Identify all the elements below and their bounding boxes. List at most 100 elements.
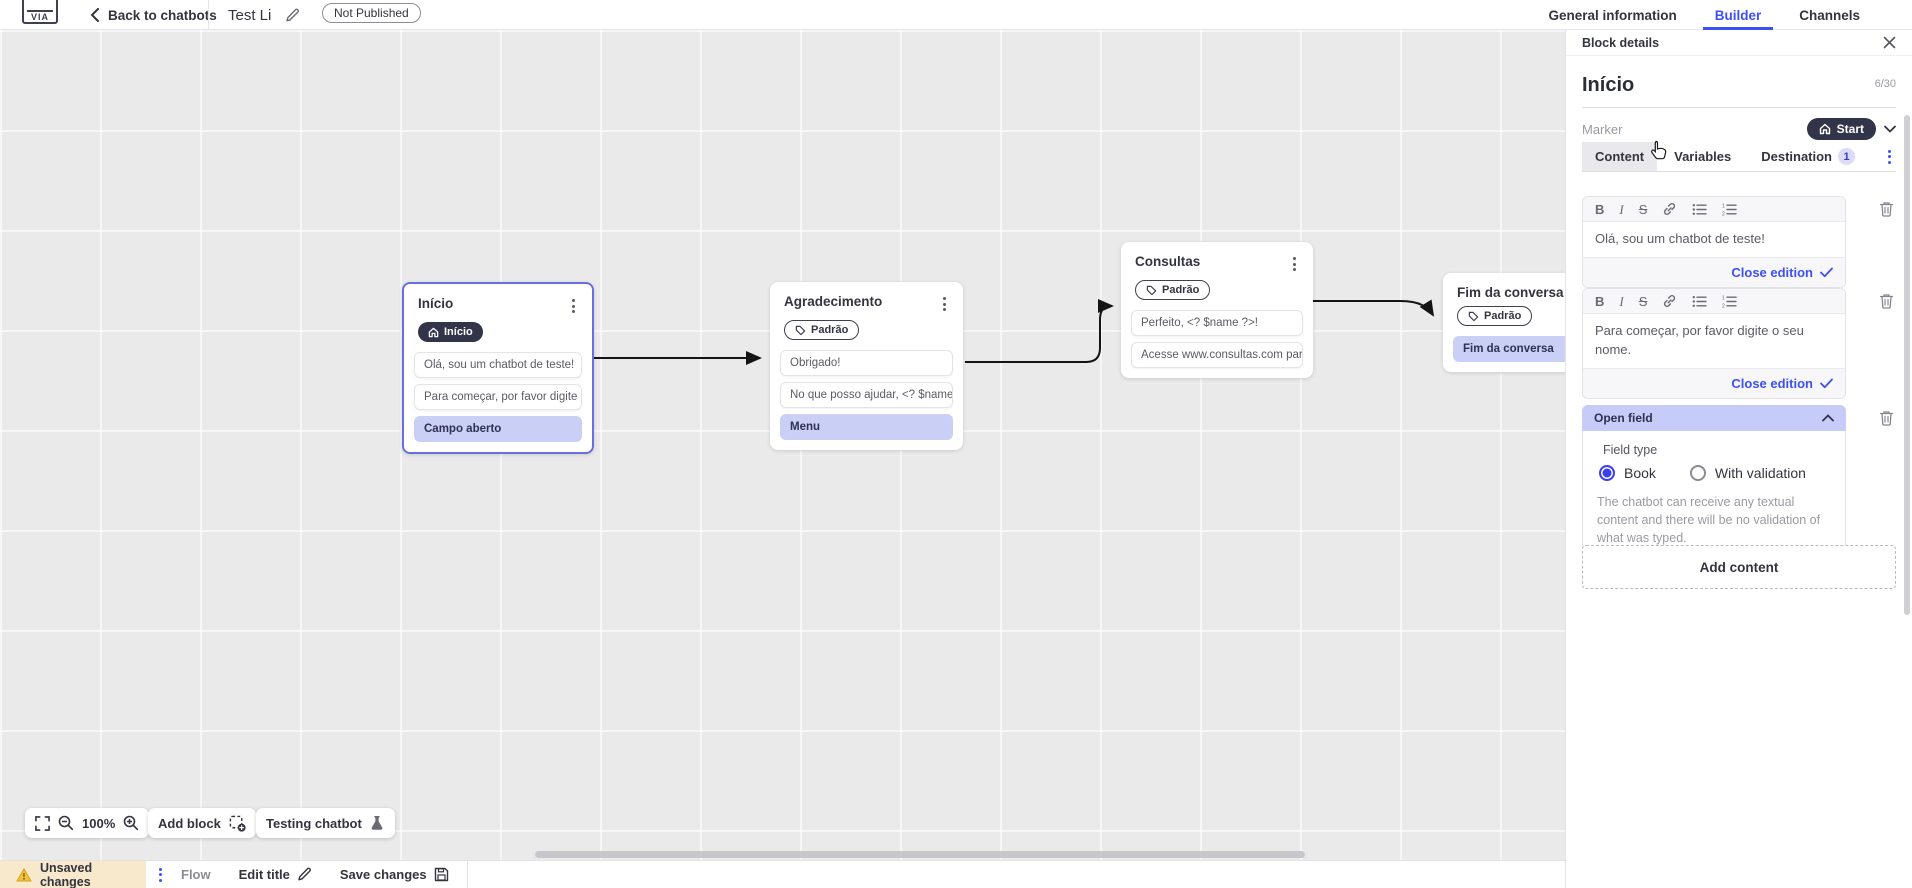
- message-text-input[interactable]: Para começar, por favor digite o seu nom…: [1595, 323, 1804, 357]
- marker-select[interactable]: Start: [1806, 118, 1896, 140]
- back-label: Back to chatbots: [108, 7, 217, 23]
- node-menu-icon[interactable]: [1288, 254, 1301, 274]
- block-name-field[interactable]: Início: [1582, 74, 1635, 96]
- flow-title: Test Li: [228, 6, 272, 24]
- warning-icon: [16, 867, 32, 881]
- tab-builder[interactable]: Builder: [1702, 0, 1774, 30]
- node-menu-icon[interactable]: [567, 296, 580, 316]
- flow-canvas[interactable]: Início Início Olá, sou um chatbot de tes…: [0, 30, 1565, 860]
- node-menu-icon[interactable]: [938, 294, 951, 314]
- tab-channels[interactable]: Channels: [1799, 7, 1860, 23]
- top-bar: VIA Back to chatbots Test Li Not Publish…: [0, 0, 1912, 30]
- node-fim-da-conversa[interactable]: Fim da conversa Padrão Fim da conversa: [1443, 273, 1565, 372]
- node-content-row[interactable]: Obrigado!: [780, 350, 953, 376]
- save-changes-button[interactable]: Save changes: [326, 867, 463, 882]
- add-content-button[interactable]: Add content: [1582, 545, 1896, 589]
- panel-scrollbar[interactable]: [1904, 115, 1910, 615]
- field-type-label: Field type: [1603, 443, 1658, 457]
- pencil-icon: [298, 867, 311, 881]
- node-inicio[interactable]: Início Início Olá, sou um chatbot de tes…: [402, 282, 594, 454]
- status-badge: Not Published: [322, 3, 421, 23]
- home-icon: [428, 327, 439, 337]
- numbered-list-icon[interactable]: 12: [1722, 203, 1738, 216]
- node-title: Fim da conversa: [1457, 285, 1564, 300]
- fit-screen-icon[interactable]: [35, 815, 50, 831]
- char-counter: 6/30: [1874, 78, 1896, 90]
- tag-icon: [795, 325, 806, 335]
- bold-button[interactable]: B: [1595, 201, 1605, 217]
- close-edition-button[interactable]: Close edition: [1583, 367, 1845, 398]
- svg-text:1: 1: [1722, 295, 1725, 301]
- radio-with-validation[interactable]: With validation: [1689, 465, 1806, 481]
- node-marker-badge: Início: [418, 322, 483, 342]
- top-tabs: General information Builder Channels: [1536, 0, 1872, 30]
- panel-tabs-menu-icon[interactable]: [1883, 147, 1896, 167]
- topbar-divider: [208, 0, 209, 30]
- edit-title-pencil-icon[interactable]: [285, 8, 300, 23]
- tag-icon: [1146, 285, 1157, 295]
- unsaved-changes-indicator: Unsaved changes: [0, 860, 146, 888]
- node-title: Agradecimento: [784, 294, 883, 309]
- zoom-in-icon[interactable]: [123, 815, 139, 831]
- link-icon[interactable]: [1662, 202, 1677, 216]
- bullet-list-icon[interactable]: [1692, 203, 1708, 216]
- node-menu-row[interactable]: Menu: [780, 414, 953, 440]
- open-field-header[interactable]: Open field: [1582, 405, 1846, 431]
- chevron-left-icon: [90, 8, 99, 22]
- italic-button[interactable]: I: [1619, 293, 1624, 309]
- home-icon: [1819, 123, 1830, 135]
- delete-open-field-icon[interactable]: [1879, 410, 1894, 426]
- bold-button[interactable]: B: [1595, 293, 1605, 309]
- node-end-row[interactable]: Fim da conversa: [1453, 336, 1565, 362]
- check-icon: [1820, 267, 1833, 277]
- node-content-row[interactable]: Para começar, por favor digite o ...: [414, 384, 582, 410]
- back-to-chatbots-button[interactable]: Back to chatbots: [90, 0, 217, 30]
- zoom-level: 100%: [82, 815, 116, 831]
- strikethrough-button[interactable]: S: [1638, 201, 1648, 217]
- node-content-row[interactable]: Acesse www.consultas.com par...: [1131, 342, 1303, 368]
- bottom-menu-icon[interactable]: [154, 865, 167, 885]
- node-open-field-row[interactable]: Campo aberto: [414, 416, 582, 442]
- destination-count-badge: 1: [1838, 148, 1856, 165]
- italic-button[interactable]: I: [1619, 201, 1624, 217]
- zoom-out-icon[interactable]: [58, 815, 74, 831]
- tab-general-information[interactable]: General information: [1548, 7, 1677, 23]
- testing-chatbot-button[interactable]: Testing chatbot: [256, 808, 395, 838]
- close-edition-button[interactable]: Close edition: [1583, 256, 1845, 287]
- node-marker-badge: Padrão: [1135, 280, 1211, 300]
- strikethrough-button[interactable]: S: [1638, 293, 1648, 309]
- node-agradecimento[interactable]: Agradecimento Padrão Obrigado! No que po…: [770, 282, 963, 450]
- tab-destination[interactable]: Destination 1: [1748, 142, 1868, 171]
- node-title: Consultas: [1135, 254, 1201, 269]
- block-details-panel: Block details Início 6/30 Marker Start C…: [1565, 30, 1912, 888]
- bullet-list-icon[interactable]: [1692, 295, 1708, 308]
- node-consultas[interactable]: Consultas Padrão Perfeito, <? $name ?>! …: [1121, 242, 1313, 378]
- node-content-row[interactable]: Perfeito, <? $name ?>!: [1131, 310, 1303, 336]
- add-block-button[interactable]: Add block: [148, 808, 256, 838]
- flask-icon: [371, 816, 383, 830]
- tab-content[interactable]: Content: [1582, 142, 1658, 171]
- radio-book[interactable]: Book: [1599, 465, 1656, 481]
- marker-label: Marker: [1582, 121, 1623, 137]
- node-content-row[interactable]: No que posso ajudar, <? $name ...: [780, 382, 953, 408]
- delete-content-icon[interactable]: [1879, 201, 1894, 217]
- flow-view-label[interactable]: Flow: [181, 867, 211, 882]
- unsaved-label: Unsaved changes: [39, 860, 93, 888]
- horizontal-scrollbar[interactable]: [535, 851, 1305, 858]
- field-type-description: The chatbot can receive any textual cont…: [1597, 495, 1821, 546]
- edit-title-button[interactable]: Edit title: [225, 867, 326, 882]
- close-panel-icon[interactable]: [1881, 34, 1898, 51]
- tab-variables[interactable]: Variables: [1674, 149, 1732, 164]
- link-icon[interactable]: [1662, 294, 1677, 308]
- zoom-toolbar: 100%: [25, 808, 150, 838]
- radio-unselected-icon: [1689, 465, 1706, 481]
- node-content-row[interactable]: Olá, sou um chatbot de teste!: [414, 352, 582, 378]
- message-text-input[interactable]: Olá, sou um chatbot de teste!: [1595, 231, 1765, 246]
- delete-content-icon[interactable]: [1879, 293, 1894, 309]
- numbered-list-icon[interactable]: 12: [1722, 295, 1738, 308]
